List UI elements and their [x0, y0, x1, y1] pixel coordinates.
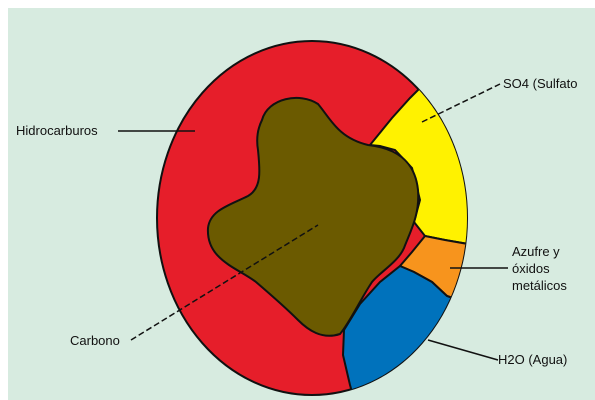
carbon-label: Carbono — [70, 333, 120, 348]
sulfur-oxides-label-line3: metálicos — [512, 278, 567, 293]
sulfates-label: SO4 (Sulfato — [503, 76, 577, 91]
sulfates-leader-line — [422, 84, 500, 122]
sulfur-oxides-label-line1: Azufre y — [512, 244, 560, 259]
water-leader-line — [428, 340, 498, 360]
hydrocarbons-label: Hidrocarburos — [16, 123, 98, 138]
water-label: H2O (Agua) — [498, 352, 567, 367]
sulfur-oxides-label-line2: óxidos — [512, 261, 550, 276]
